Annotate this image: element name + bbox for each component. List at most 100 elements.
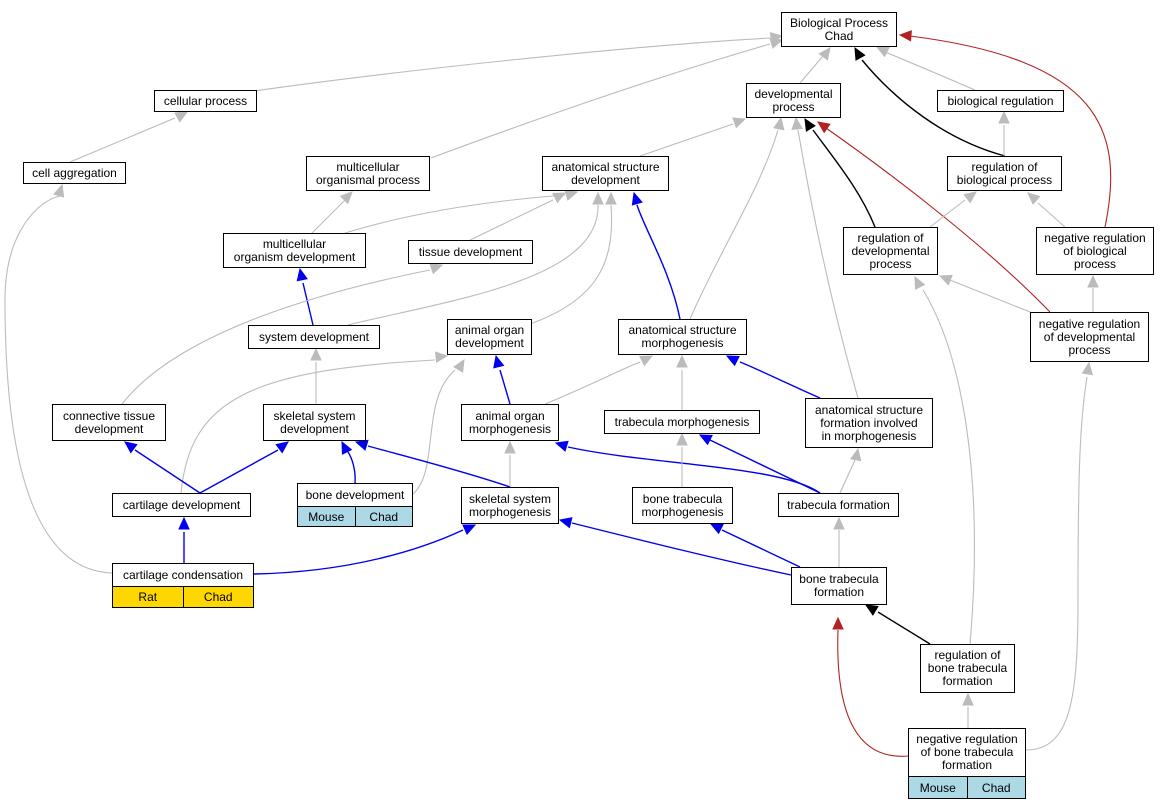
- arrowhead-neg-reg-bone-trabecula-to-neg-reg-dev: [1081, 361, 1094, 376]
- arrowhead-regulation-bio-to-bp: [854, 46, 866, 61]
- edge-skeletal-morph-to-skeletal-dev: [367, 445, 511, 488]
- node-anatomical-structure-formation[interactable]: anatomical structure formation involved …: [805, 398, 933, 448]
- arrowhead-neg-reg-bio-to-reg-bio: [1027, 192, 1041, 205]
- arrowhead-reg-dev-to-reg-bio: [963, 191, 977, 204]
- node-multicellular-organism-development[interactable]: multicellular organism development: [223, 233, 366, 268]
- edge-neg-reg-bio-to-bp: [909, 35, 1112, 228]
- edge-bone-trabecula-formation-to-bone-morph: [721, 529, 801, 568]
- edge-tissue-to-anatomical: [469, 199, 554, 241]
- taxon-badge-chad: Chad: [354, 507, 412, 526]
- arrowhead-skeletal-morph-to-animal-organ-morph: [504, 440, 516, 454]
- arrowhead-neg-reg-dev-to-neg-reg-bio: [1087, 274, 1099, 288]
- node-cell-aggregation[interactable]: cell aggregation: [23, 162, 126, 184]
- arrowhead-multicellular-dev-to-organismal: [339, 191, 353, 205]
- edge-bone-dev-to-animal-organ: [412, 369, 456, 495]
- arrowhead-system-dev-to-anatomical: [592, 191, 604, 205]
- arrowhead-trabecula-formation-to-animal-organ-morph: [554, 440, 569, 452]
- node-system-development[interactable]: system development: [248, 325, 380, 349]
- node-biological-process[interactable]: Biological Process Chad: [781, 12, 897, 47]
- edge-neg-reg-bio-to-reg-bio: [1037, 202, 1066, 228]
- edge-cellular-process-to-bp: [239, 37, 771, 94]
- arrowhead-structure-formation-to-developmental: [791, 116, 803, 131]
- edge-system-dev-to-anatomical: [347, 204, 599, 326]
- node-negative-regulation-of-bone-trabecula-formation[interactable]: negative regulation of bone trabecula fo…: [908, 728, 1026, 776]
- node-animal-organ-morphogenesis[interactable]: animal organ morphogenesis: [461, 404, 559, 441]
- node-trabecula-formation[interactable]: trabecula formation: [778, 493, 899, 517]
- edge-developmental-to-bp: [799, 55, 824, 84]
- edge-multicellular-dev-to-organismal: [311, 199, 346, 234]
- node-developmental-process[interactable]: developmental process: [746, 83, 841, 118]
- node-animal-organ-development[interactable]: animal organ development: [447, 319, 532, 355]
- node-bone-trabecula-formation[interactable]: bone trabecula formation: [791, 567, 887, 605]
- arrowhead-bone-trabecula-formation-to-skeletal-morph: [558, 517, 573, 529]
- node-trabecula-morphogenesis[interactable]: trabecula morphogenesis: [604, 410, 760, 434]
- taxon-badge-rat: Rat: [113, 587, 183, 607]
- edge-cartilage-condensation-to-skeletal-morph: [253, 529, 464, 575]
- node-negative-regulation-of-biological-process[interactable]: negative regulation of biological proces…: [1036, 227, 1154, 275]
- edge-neg-reg-bone-trabecula-to-bone-trabecula: [837, 629, 909, 757]
- node-regulation-of-biological-process[interactable]: regulation of biological process: [947, 156, 1062, 191]
- node-regulation-of-developmental-process[interactable]: regulation of developmental process: [843, 227, 938, 275]
- arrowhead-animal-organ-morph-to-dev: [493, 354, 505, 369]
- node-skeletal-system-development[interactable]: skeletal system development: [263, 404, 366, 441]
- arrowhead-system-dev-to-multicellular-dev: [296, 267, 308, 282]
- taxon-badge-chad: Chad: [182, 587, 253, 607]
- edge-cartilage-dev-to-animal-organ: [180, 359, 436, 494]
- arrowhead-cartilage-condensation-to-cartilage-dev: [178, 516, 190, 530]
- bone-development-taxa: Mouse Chad: [297, 506, 413, 527]
- edge-cell-aggregation-to-cellular: [69, 117, 176, 163]
- arrowhead-connective-to-tissue: [429, 263, 444, 275]
- arrowhead-neg-reg-dev-to-reg-dev: [938, 274, 953, 286]
- arrowhead-cartilage-dev-to-connective: [124, 441, 138, 454]
- node-cartilage-development[interactable]: cartilage development: [112, 493, 251, 517]
- edge-neg-reg-bone-trabecula-to-neg-reg-dev: [1025, 376, 1088, 751]
- edge-system-dev-to-multicellular-dev: [302, 282, 314, 326]
- node-anatomical-structure-development[interactable]: anatomical structure development: [542, 156, 669, 191]
- taxon-badge-mouse: Mouse: [909, 777, 967, 798]
- arrowhead-multicellular-organismal-to-bp: [769, 37, 784, 49]
- edge-bone-dev-to-skeletal: [347, 451, 356, 484]
- arrowhead-neg-reg-bone-trabecula-to-reg-bone-trabecula: [962, 692, 974, 706]
- node-cellular-process[interactable]: cellular process: [154, 90, 257, 112]
- arrowhead-skeletal-morph-to-skeletal-dev: [354, 439, 369, 451]
- node-tissue-development[interactable]: tissue development: [408, 240, 533, 264]
- node-bone-trabecula-morphogenesis[interactable]: bone trabecula morphogenesis: [632, 487, 733, 524]
- edge-cartilage-condensation-to-cell-aggregation: [4, 195, 113, 574]
- edge-structure-formation-to-developmental: [797, 129, 859, 399]
- edge-connective-to-tissue: [121, 269, 431, 405]
- cartilage-condensation-taxa: Rat Chad: [112, 586, 254, 608]
- arrowhead-developmental-to-bp: [818, 47, 831, 61]
- edge-anatomical-morph-to-developmental: [689, 129, 779, 320]
- arrowhead-neg-reg-bio-to-bp: [898, 30, 912, 42]
- arrowhead-animal-organ-dev-to-anatomical: [605, 191, 617, 205]
- node-skeletal-system-morphogenesis[interactable]: skeletal system morphogenesis: [461, 487, 559, 524]
- arrowhead-reg-dev-to-developmental: [804, 117, 816, 132]
- arrowhead-neg-reg-dev-to-developmental: [817, 121, 831, 134]
- edge-anatomical-morph-to-anatomical-dev: [636, 204, 681, 320]
- arrowhead-cartilage-condensation-to-cell-aggregation: [53, 183, 65, 198]
- arrowhead-animal-organ-morph-to-anatomical: [639, 355, 654, 367]
- node-connective-tissue-development[interactable]: connective tissue development: [52, 404, 166, 441]
- node-bone-development[interactable]: bone development: [297, 483, 413, 506]
- node-anatomical-structure-morphogenesis[interactable]: anatomical structure morphogenesis: [618, 319, 747, 355]
- arrowhead-cartilage-dev-to-skeletal: [275, 441, 289, 454]
- node-biological-regulation[interactable]: biological regulation: [937, 90, 1064, 112]
- node-multicellular-organismal-process[interactable]: multicellular organismal process: [306, 156, 430, 191]
- arrowhead-anatomical-morph-to-anatomical-dev: [631, 191, 643, 206]
- edge-bone-trabecula-formation-to-skeletal-morph: [571, 522, 792, 576]
- node-cartilage-condensation[interactable]: cartilage condensation: [112, 563, 254, 586]
- arrowhead-trabecula-morph-to-anatomical: [676, 354, 688, 368]
- arrowhead-reg-bio-to-biological-regulation: [998, 110, 1010, 124]
- node-regulation-of-bone-trabecula-formation[interactable]: regulation of bone trabecula formation: [920, 644, 1015, 693]
- edge-multicellular-dev-to-anatomical: [344, 194, 566, 234]
- arrowhead-neg-reg-bone-trabecula-to-bone-trabecula: [832, 616, 844, 630]
- arrowhead-multicellular-dev-to-anatomical: [564, 189, 579, 201]
- node-negative-regulation-of-developmental-process[interactable]: negative regulation of developmental pro…: [1030, 312, 1149, 362]
- taxon-badge-chad: Chad: [966, 777, 1025, 798]
- edge-structure-formation-to-anatomical: [739, 361, 821, 399]
- arrowhead-trabecula-formation-to-structure-formation: [850, 447, 862, 462]
- edge-regulation-bio-to-bp: [861, 59, 1006, 157]
- edge-animal-organ-morph-to-anatomical: [544, 361, 641, 405]
- edge-biological-regulation-to-bp: [884, 51, 976, 91]
